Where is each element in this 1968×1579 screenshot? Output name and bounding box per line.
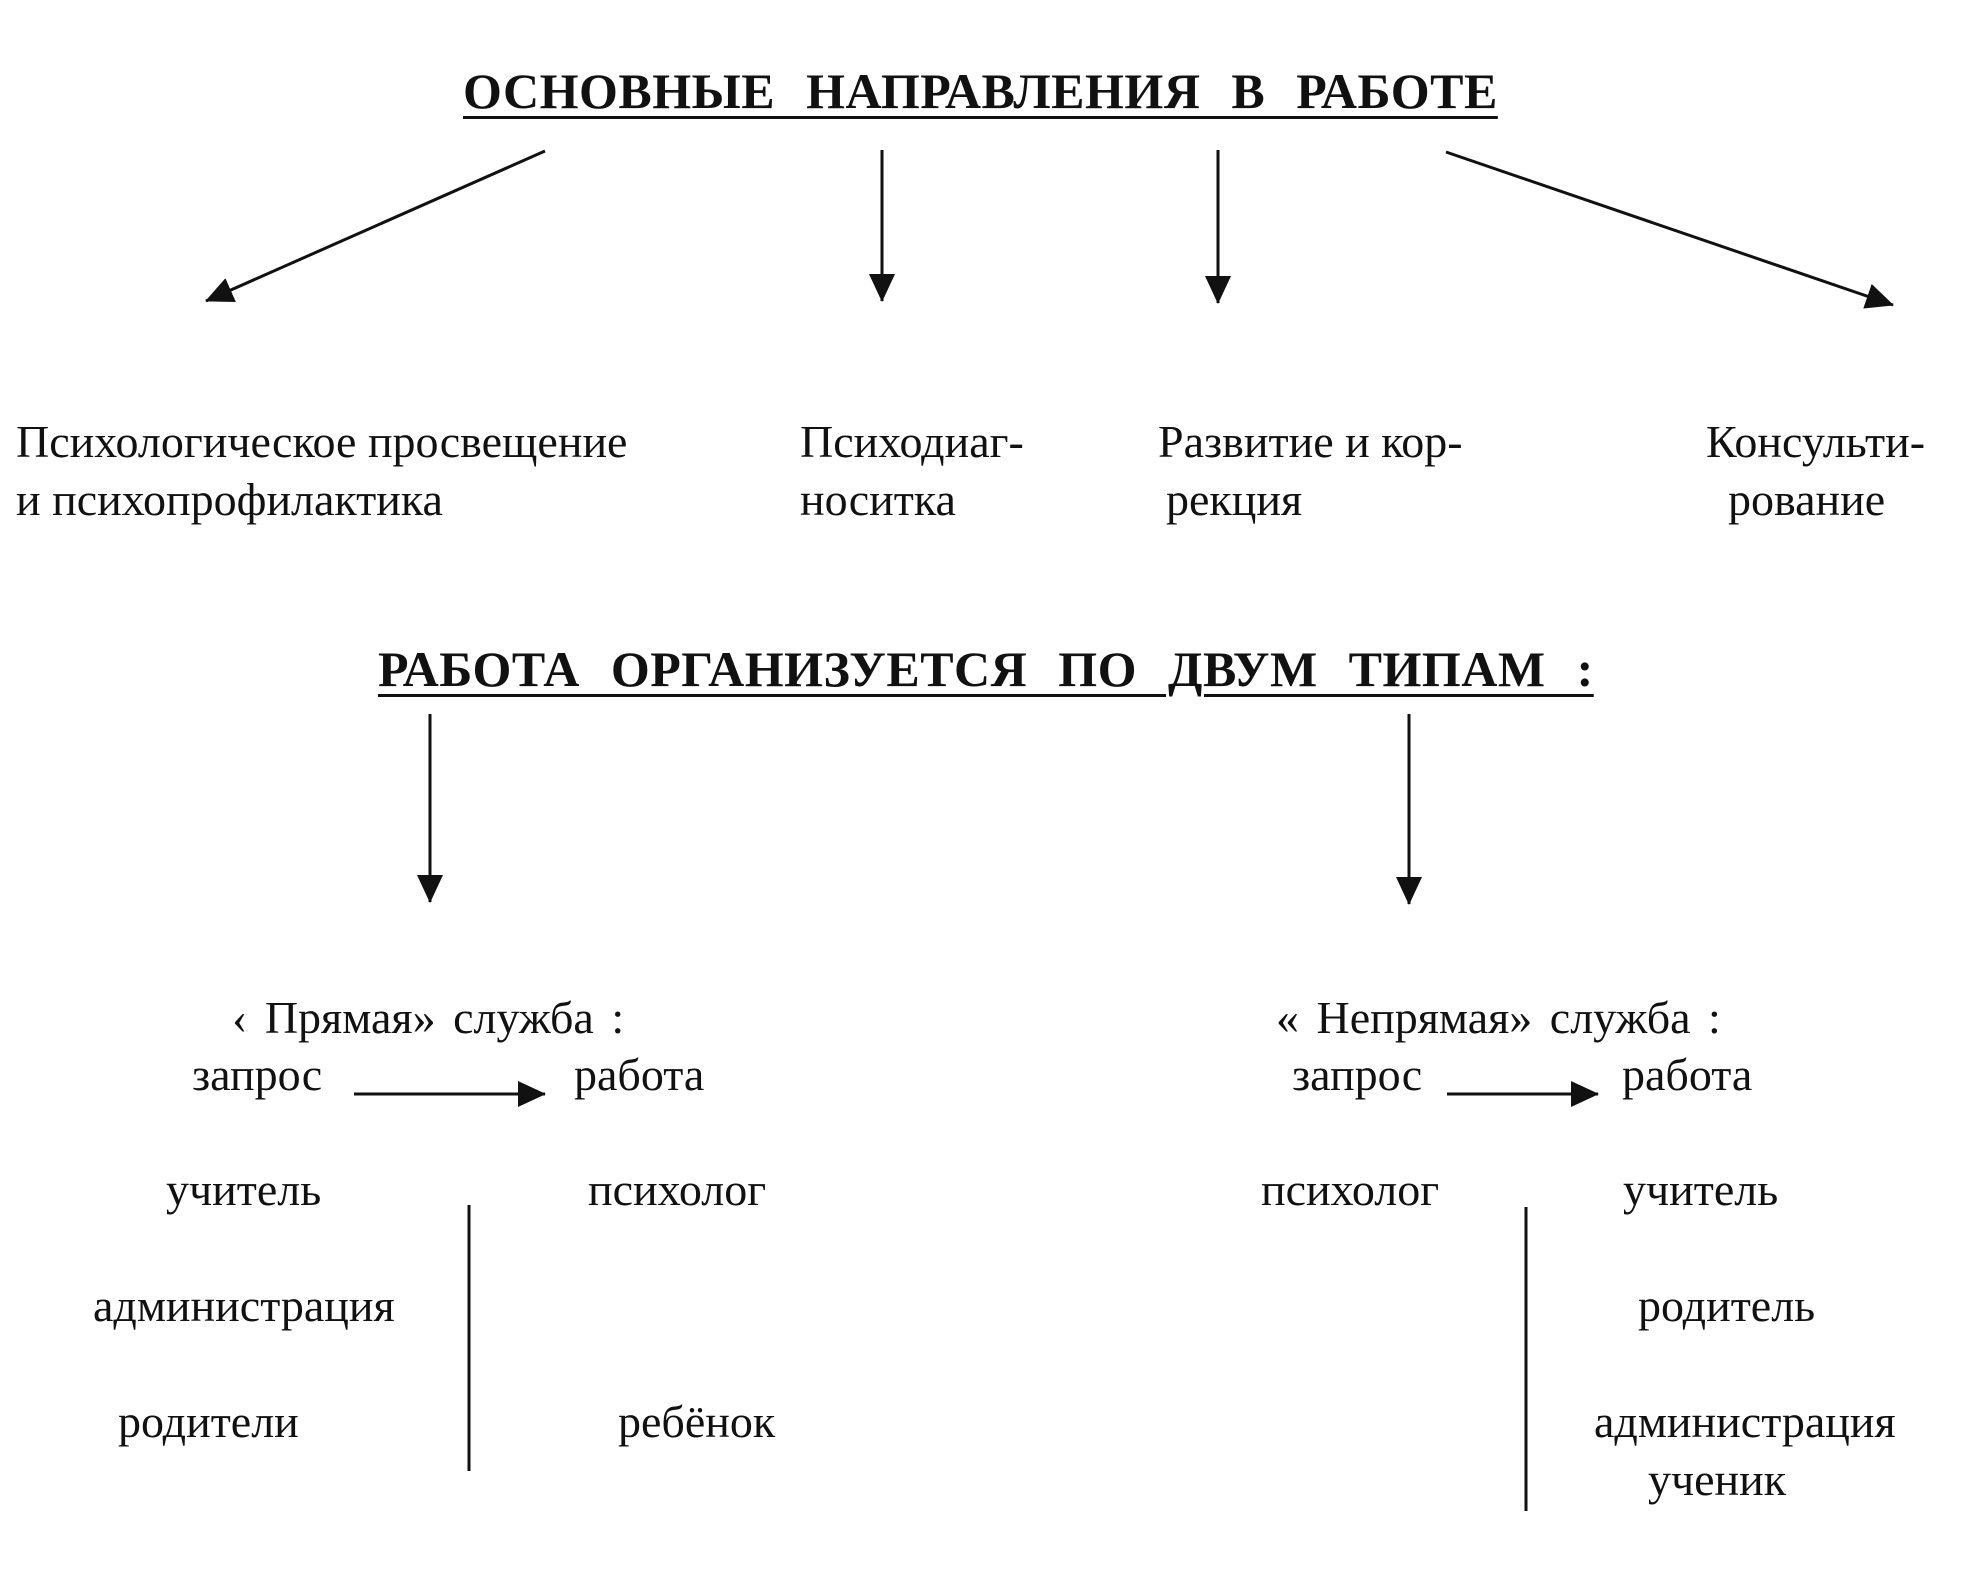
direct-right-psychologist: психолог	[588, 1164, 767, 1215]
direction-enlightenment: Психологическое просвещение и психопрофи…	[16, 413, 627, 529]
main-heading: ОСНОВНЫЕ НАПРАВЛЕНИЯ В РАБОТЕ	[463, 63, 1498, 119]
direct-service-title: ‹ Прямая» служба :	[232, 992, 625, 1043]
direction-development-line1: Развитие и кор-	[1158, 416, 1463, 467]
direct-left-teacher: учитель	[166, 1164, 322, 1215]
direction-diagnostics-line1: Психодиаг-	[800, 416, 1024, 467]
direct-right-child: ребёнок	[618, 1396, 776, 1447]
direct-left-administration: администрация	[93, 1280, 395, 1331]
direction-consulting-line1: Консульти-	[1706, 416, 1926, 467]
direction-enlightenment-line1: Психологическое просвещение	[16, 416, 628, 467]
indirect-right-teacher: учитель	[1623, 1164, 1779, 1215]
direction-diagnostics: Психодиаг- носитка	[800, 413, 1024, 529]
direct-work-label: работа	[574, 1049, 705, 1100]
indirect-right-parent: родитель	[1638, 1280, 1816, 1331]
direction-enlightenment-line2: и психопрофилактика	[16, 474, 443, 525]
direction-development: Развитие и кор- рекция	[1158, 413, 1463, 529]
indirect-service-title: « Непрямая» служба :	[1276, 992, 1721, 1043]
arrow-to-consulting	[1445, 150, 1894, 309]
direction-diagnostics-line2: носитка	[800, 474, 956, 525]
direction-development-line2: рекция	[1166, 474, 1303, 525]
direction-consulting-line2: рование	[1728, 474, 1886, 525]
direction-consulting: Консульти- рование	[1706, 413, 1925, 529]
direct-request-label: запрос	[192, 1049, 323, 1100]
indirect-right-administration: администрация	[1594, 1396, 1896, 1447]
types-heading: РАБОТА ОРГАНИЗУЕТСЯ ПО ДВУМ ТИПАМ :	[378, 641, 1594, 697]
indirect-left-psychologist: психолог	[1261, 1164, 1440, 1215]
arrow-to-enlightenment	[205, 149, 546, 303]
indirect-work-label: работа	[1622, 1049, 1753, 1100]
direct-left-parents: родители	[118, 1396, 299, 1447]
indirect-right-student: ученик	[1648, 1454, 1787, 1505]
indirect-request-label: запрос	[1292, 1049, 1423, 1100]
